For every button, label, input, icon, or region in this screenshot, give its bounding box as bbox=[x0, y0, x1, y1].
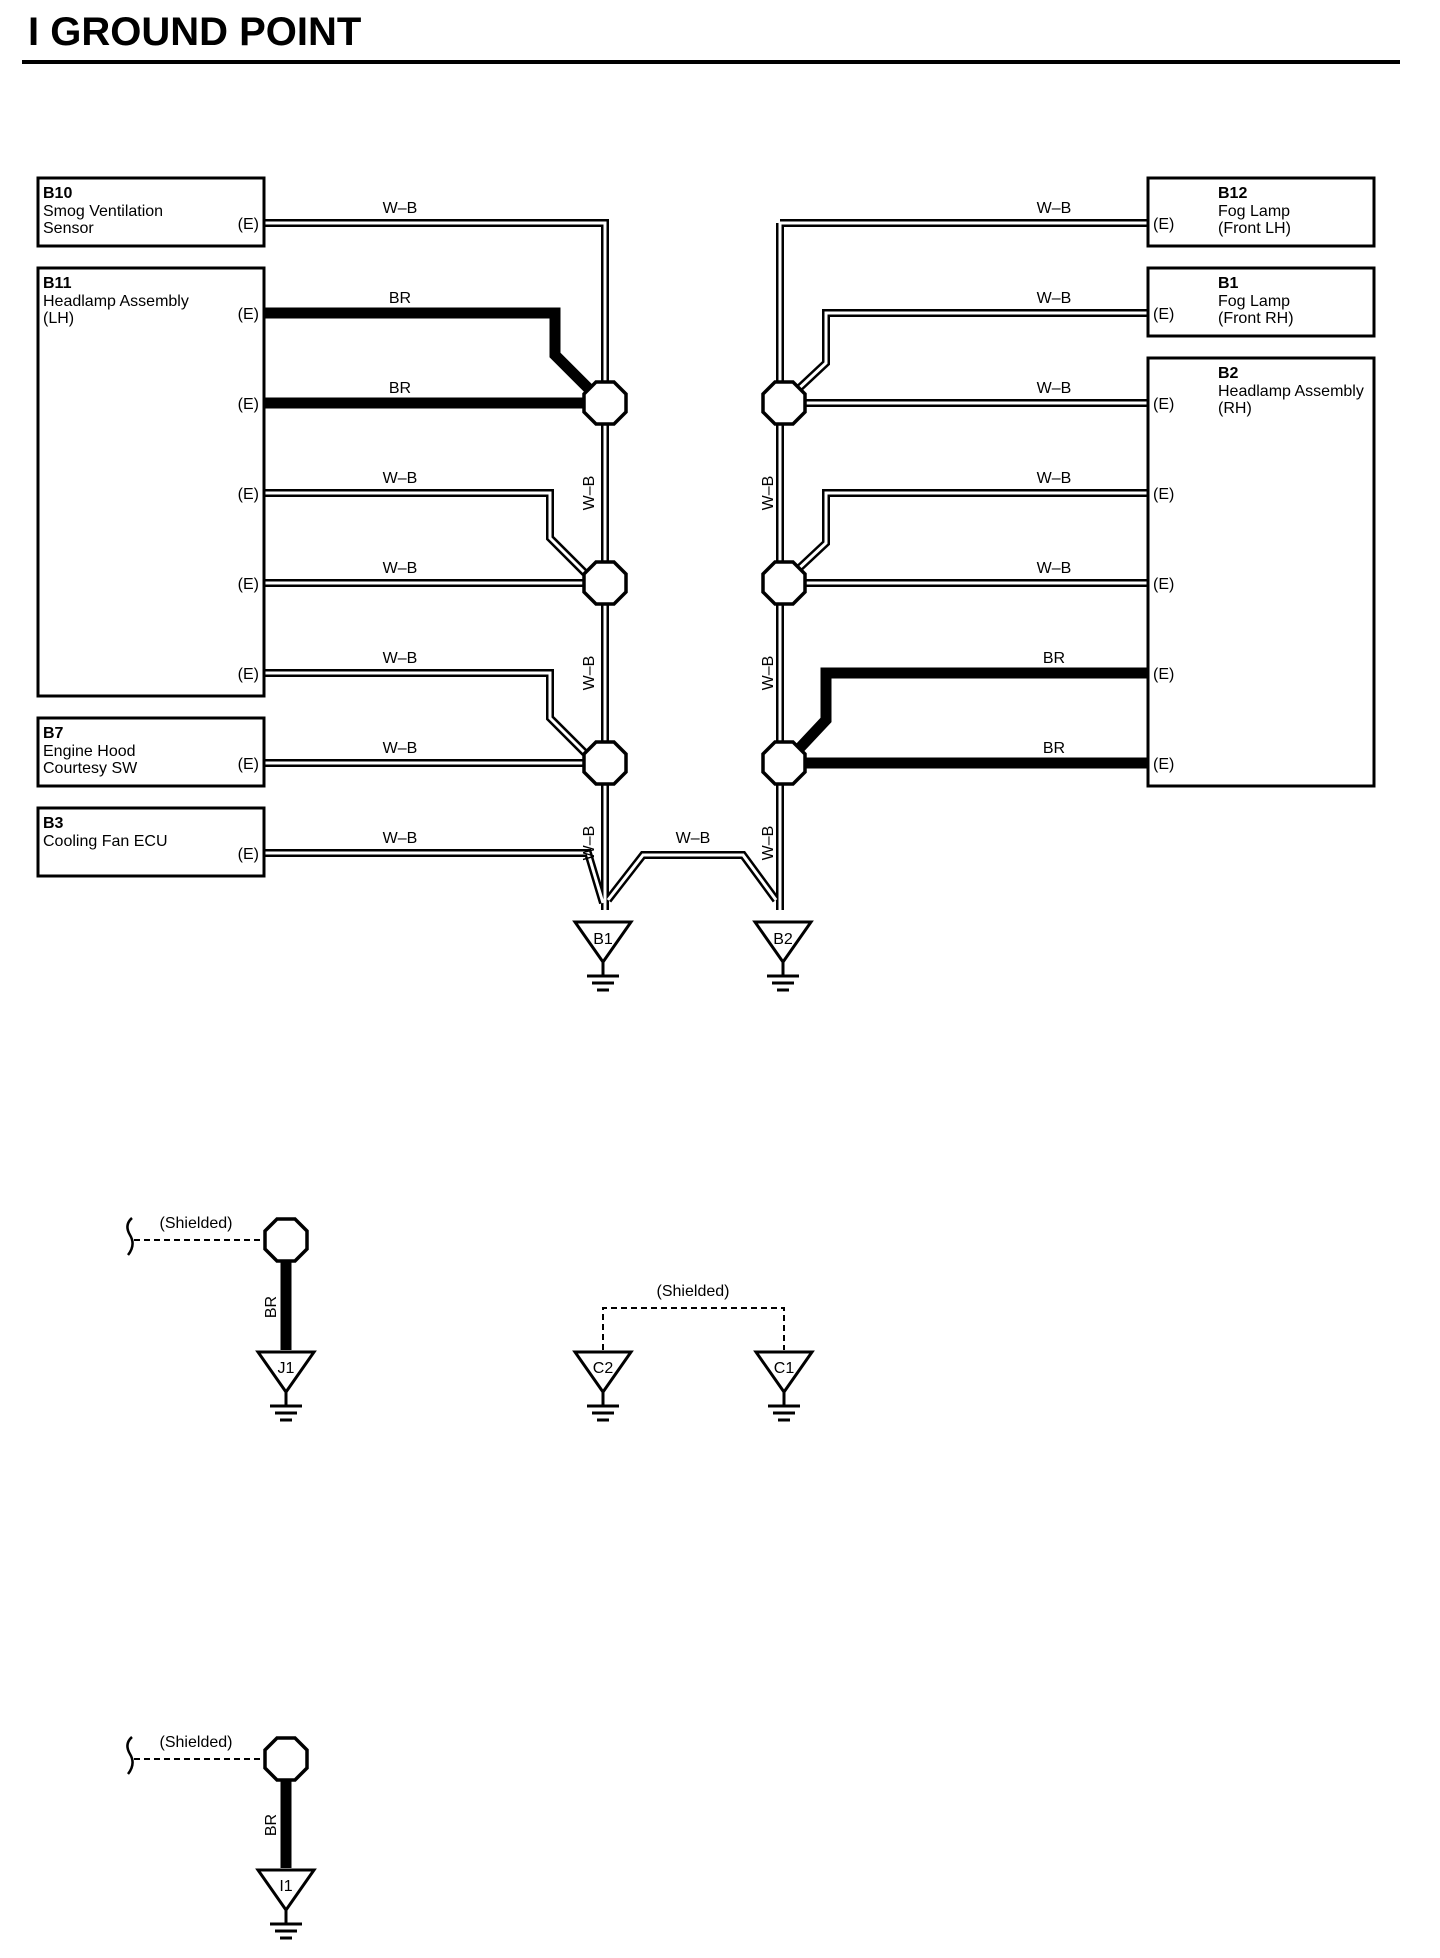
junction-right-2 bbox=[761, 560, 807, 606]
terminal-label: (E) bbox=[238, 756, 259, 773]
ground-b2-label: B2 bbox=[773, 931, 793, 948]
component-b11-name-2: (LH) bbox=[43, 310, 74, 327]
ground-j1-group: (Shielded) BR J1 bbox=[126, 1215, 316, 1422]
ground-j1-label: J1 bbox=[278, 1360, 295, 1377]
component-b12-name-2: (Front LH) bbox=[1218, 220, 1291, 237]
junction-left-2 bbox=[582, 560, 628, 606]
shielded-label: (Shielded) bbox=[160, 1734, 233, 1751]
wire-label: BR bbox=[263, 1814, 280, 1836]
terminal-label: (E) bbox=[238, 396, 259, 413]
wire-label: W–B bbox=[383, 740, 418, 757]
component-b1-name-1: Fog Lamp bbox=[1218, 293, 1290, 310]
component-b10-name-1: Smog Ventilation bbox=[43, 203, 163, 220]
component-b12-name-1: Fog Lamp bbox=[1218, 203, 1290, 220]
wire-label: W–B bbox=[760, 656, 777, 691]
ground-i1-label: I1 bbox=[279, 1878, 292, 1895]
wire-label: W–B bbox=[581, 476, 598, 511]
terminal-label: (E) bbox=[1153, 306, 1174, 323]
wire-label: W–B bbox=[383, 470, 418, 487]
wire-label: W–B bbox=[1037, 290, 1072, 307]
component-b11: B11 Headlamp Assembly (LH) (E) (E) (E) (… bbox=[36, 266, 266, 698]
component-b2-name-2: (RH) bbox=[1218, 400, 1252, 417]
junction-left-3 bbox=[582, 740, 628, 786]
wire-label: W–B bbox=[1037, 560, 1072, 577]
wire-label: W–B bbox=[383, 650, 418, 667]
junction-right-3 bbox=[761, 740, 807, 786]
wire-label: W–B bbox=[760, 826, 777, 861]
component-b10-code: B10 bbox=[43, 185, 72, 202]
component-b7: B7 Engine Hood Courtesy SW (E) bbox=[36, 716, 266, 788]
component-b3: B3 Cooling Fan ECU (E) bbox=[36, 806, 266, 878]
terminal-label: (E) bbox=[1153, 486, 1174, 503]
component-b2-code: B2 bbox=[1218, 365, 1239, 382]
ground-i1-group: (Shielded) BR I1 bbox=[126, 1734, 316, 1940]
component-b11-name-1: Headlamp Assembly bbox=[43, 293, 189, 310]
wire-label: W–B bbox=[383, 830, 418, 847]
wire-label: W–B bbox=[676, 830, 711, 847]
terminal-label: (E) bbox=[1153, 216, 1174, 233]
wire-label: BR bbox=[263, 1296, 280, 1318]
terminal-label: (E) bbox=[238, 576, 259, 593]
terminal-label: (E) bbox=[1153, 666, 1174, 683]
shielded-label: (Shielded) bbox=[657, 1283, 730, 1300]
ground-c1-label: C1 bbox=[774, 1360, 795, 1377]
junction-i1 bbox=[263, 1736, 309, 1782]
terminal-label: (E) bbox=[238, 846, 259, 863]
component-b10-name-2: Sensor bbox=[43, 220, 94, 237]
ground-b1-label: B1 bbox=[593, 931, 613, 948]
terminal-label: (E) bbox=[1153, 576, 1174, 593]
component-b3-name-1: Cooling Fan ECU bbox=[43, 833, 168, 850]
component-b12: B12 Fog Lamp (Front LH) (E) bbox=[1146, 176, 1376, 248]
ground-c2-c1-group: (Shielded) C2 C1 bbox=[573, 1283, 814, 1422]
wire-label: BR bbox=[389, 380, 411, 397]
component-b10: B10 Smog Ventilation Sensor (E) bbox=[36, 176, 266, 248]
component-b1: B1 Fog Lamp (Front RH) (E) bbox=[1146, 266, 1376, 338]
component-b7-name-1: Engine Hood bbox=[43, 743, 136, 760]
terminal-label: (E) bbox=[1153, 756, 1174, 773]
wire-label: W–B bbox=[581, 656, 598, 691]
page-title: I GROUND POINT bbox=[28, 10, 361, 54]
br-wires bbox=[264, 307, 1148, 769]
component-b2-name-1: Headlamp Assembly bbox=[1218, 383, 1364, 400]
wire-label: BR bbox=[389, 290, 411, 307]
terminal-label: (E) bbox=[238, 306, 259, 323]
component-b1-code: B1 bbox=[1218, 275, 1239, 292]
wire-label: W–B bbox=[760, 476, 777, 511]
terminal-label: (E) bbox=[238, 666, 259, 683]
wire-label: BR bbox=[1043, 740, 1065, 757]
component-b7-code: B7 bbox=[43, 725, 64, 742]
ground-b2: B2 bbox=[753, 920, 813, 992]
component-b3-code: B3 bbox=[43, 815, 64, 832]
wire-color-labels: W–B BR BR W–B W–B W–B W–B W–B W–B W–B W–… bbox=[383, 200, 1072, 860]
junction-j1 bbox=[263, 1217, 309, 1263]
junction-left-1 bbox=[582, 380, 628, 426]
junction-right-1 bbox=[761, 380, 807, 426]
component-b1-name-2: (Front RH) bbox=[1218, 310, 1294, 327]
wire-label: W–B bbox=[383, 560, 418, 577]
ground-b1: B1 bbox=[573, 920, 633, 992]
wire-label: W–B bbox=[1037, 200, 1072, 217]
wire-label: W–B bbox=[581, 826, 598, 861]
wire-label: W–B bbox=[1037, 380, 1072, 397]
terminal-label: (E) bbox=[238, 486, 259, 503]
wire-label: BR bbox=[1043, 650, 1065, 667]
terminal-label: (E) bbox=[1153, 396, 1174, 413]
component-b11-code: B11 bbox=[43, 275, 72, 292]
component-b2: B2 Headlamp Assembly (RH) (E) (E) (E) (E… bbox=[1146, 356, 1376, 788]
wire-label: W–B bbox=[1037, 470, 1072, 487]
wire-label: W–B bbox=[383, 200, 418, 217]
component-b12-code: B12 bbox=[1218, 185, 1247, 202]
shielded-label: (Shielded) bbox=[160, 1215, 233, 1232]
component-b7-name-2: Courtesy SW bbox=[43, 760, 138, 777]
ground-c2-label: C2 bbox=[593, 1360, 614, 1377]
terminal-label: (E) bbox=[238, 216, 259, 233]
